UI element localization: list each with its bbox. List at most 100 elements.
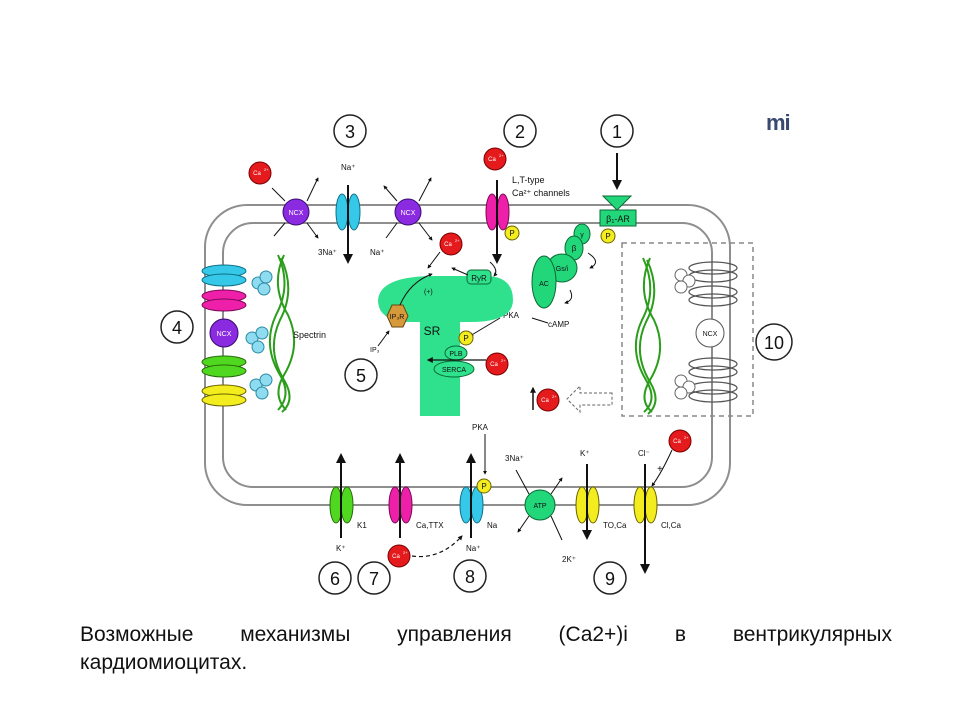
svg-text:Ca²⁺ channels: Ca²⁺ channels — [512, 188, 570, 198]
number-4: 4 — [160, 310, 194, 344]
svg-text:AC: AC — [539, 281, 549, 288]
g-protein-complex: γ β Gs/i AC — [531, 223, 591, 309]
svg-text:2+: 2+ — [403, 550, 408, 555]
svg-text:Na⁺: Na⁺ — [341, 163, 355, 172]
svg-text:RyR: RyR — [471, 274, 487, 283]
svg-text:Ca: Ca — [673, 439, 681, 445]
svg-text:Ca: Ca — [253, 171, 261, 177]
region-10-balls — [674, 268, 696, 400]
logo: mi — [766, 110, 791, 135]
svg-text:2K⁺: 2K⁺ — [562, 555, 576, 564]
ncx-left: NCX — [209, 318, 239, 348]
svg-text:Ca: Ca — [541, 398, 549, 404]
number-3: 3 — [333, 114, 367, 148]
spectrin-fibers — [268, 254, 296, 413]
ca-ion-serca: Ca 2+ — [485, 352, 509, 376]
svg-text:ATP: ATP — [533, 503, 546, 510]
svg-text:3Na⁺: 3Na⁺ — [505, 454, 524, 463]
na-channel-bottom — [459, 453, 484, 538]
p-badge-na: P — [476, 478, 492, 494]
svg-text:NCX: NCX — [703, 331, 718, 338]
ca-ion-region-10: Ca 2+ — [536, 388, 560, 412]
p-badge-plb: P — [458, 330, 474, 346]
svg-text:P: P — [509, 229, 514, 238]
svg-text:10: 10 — [764, 333, 784, 353]
number-6: 6 — [318, 561, 352, 595]
svg-text:P: P — [481, 482, 486, 491]
ltype-ca-channel — [485, 180, 510, 264]
svg-text:Ca,TTX: Ca,TTX — [416, 521, 444, 530]
sarcoplasmic-reticulum: SR — [378, 276, 513, 416]
svg-text:8: 8 — [465, 567, 475, 587]
ca-ion-cl: Ca 2+ — [668, 429, 692, 453]
svg-text:Na: Na — [487, 521, 498, 530]
svg-text:3Na⁺: 3Na⁺ — [318, 248, 337, 257]
svg-text:2+: 2+ — [501, 358, 506, 363]
svg-text:5: 5 — [356, 366, 366, 386]
number-10: 10 — [755, 323, 793, 361]
p-badge-ar: P — [600, 228, 616, 244]
svg-text:9: 9 — [605, 569, 615, 589]
svg-text:cAMP: cAMP — [548, 320, 569, 329]
svg-text:PKA: PKA — [472, 423, 489, 432]
svg-text:Na⁺: Na⁺ — [370, 248, 384, 257]
plb: PLB — [444, 345, 468, 361]
ca-ion-inner-top: Ca 2+ — [439, 232, 463, 256]
svg-text:K⁺: K⁺ — [580, 449, 590, 458]
number-7: 7 — [357, 561, 391, 595]
svg-text:NCX: NCX — [289, 210, 304, 217]
svg-text:2+: 2+ — [552, 394, 557, 399]
svg-text:PLB: PLB — [449, 351, 463, 358]
p-badge-ltype: P — [504, 225, 520, 241]
region-10-box — [621, 242, 754, 417]
svg-text:2: 2 — [515, 122, 525, 142]
svg-text:TO,Ca: TO,Ca — [603, 521, 627, 530]
left-channel-stack — [201, 264, 247, 407]
k-channel-to-ca — [575, 464, 600, 540]
ip3r-receptor: IP₃R — [386, 304, 409, 328]
svg-text:K1: K1 — [357, 521, 367, 530]
number-2: 2 — [503, 114, 537, 148]
dashed-arrow — [566, 384, 613, 414]
ankyrin-balls — [245, 270, 273, 400]
number-9: 9 — [593, 561, 627, 595]
ryr-receptor: RyR — [466, 269, 492, 285]
svg-text:K⁺: K⁺ — [336, 544, 346, 553]
svg-text:Spectrin: Spectrin — [293, 330, 326, 340]
svg-text:L,T-type: L,T-type — [512, 175, 545, 185]
number-1: 1 — [600, 114, 634, 148]
svg-text:IP₃R: IP₃R — [390, 314, 405, 321]
mechanism-numbers: 1 2 3 4 5 6 7 8 9 10 — [160, 114, 793, 595]
svg-text:2+: 2+ — [455, 238, 460, 243]
svg-text:4: 4 — [172, 318, 182, 338]
svg-text:2+: 2+ — [499, 153, 504, 158]
svg-text:β₁-AR: β₁-AR — [606, 214, 630, 224]
svg-text:NCX: NCX — [401, 210, 416, 217]
number-8: 8 — [453, 559, 487, 593]
svg-text:NCX: NCX — [217, 331, 232, 338]
svg-text:Gs/i: Gs/i — [556, 266, 569, 273]
svg-text:2+: 2+ — [264, 167, 269, 172]
svg-text:β: β — [572, 244, 577, 253]
svg-text:P: P — [463, 334, 468, 343]
ca-ion-bottom: Ca 2+ — [387, 544, 411, 568]
svg-text:Ca: Ca — [392, 554, 400, 560]
svg-text:Ca: Ca — [488, 157, 496, 163]
ca-ion-top-channel: Ca 2+ — [483, 147, 507, 171]
svg-text:Ca: Ca — [444, 242, 452, 248]
beta1-ar-receptor: β₁-AR — [599, 195, 637, 227]
ca-ttx-channel — [388, 453, 413, 538]
svg-text:P: P — [605, 232, 610, 241]
svg-text:PKA: PKA — [503, 311, 520, 320]
svg-text:SERCA: SERCA — [442, 367, 466, 374]
ncx-top-middle: NCX — [383, 177, 433, 241]
svg-text:SR: SR — [424, 324, 441, 338]
cell-membrane — [204, 204, 731, 506]
na-k-atpase: ATP — [515, 469, 563, 541]
ncx-top-left: NCX — [271, 177, 319, 239]
na-channel-top — [335, 185, 361, 264]
k1-channel — [329, 453, 354, 538]
svg-text:1: 1 — [612, 122, 622, 142]
svg-text:7: 7 — [369, 569, 379, 589]
